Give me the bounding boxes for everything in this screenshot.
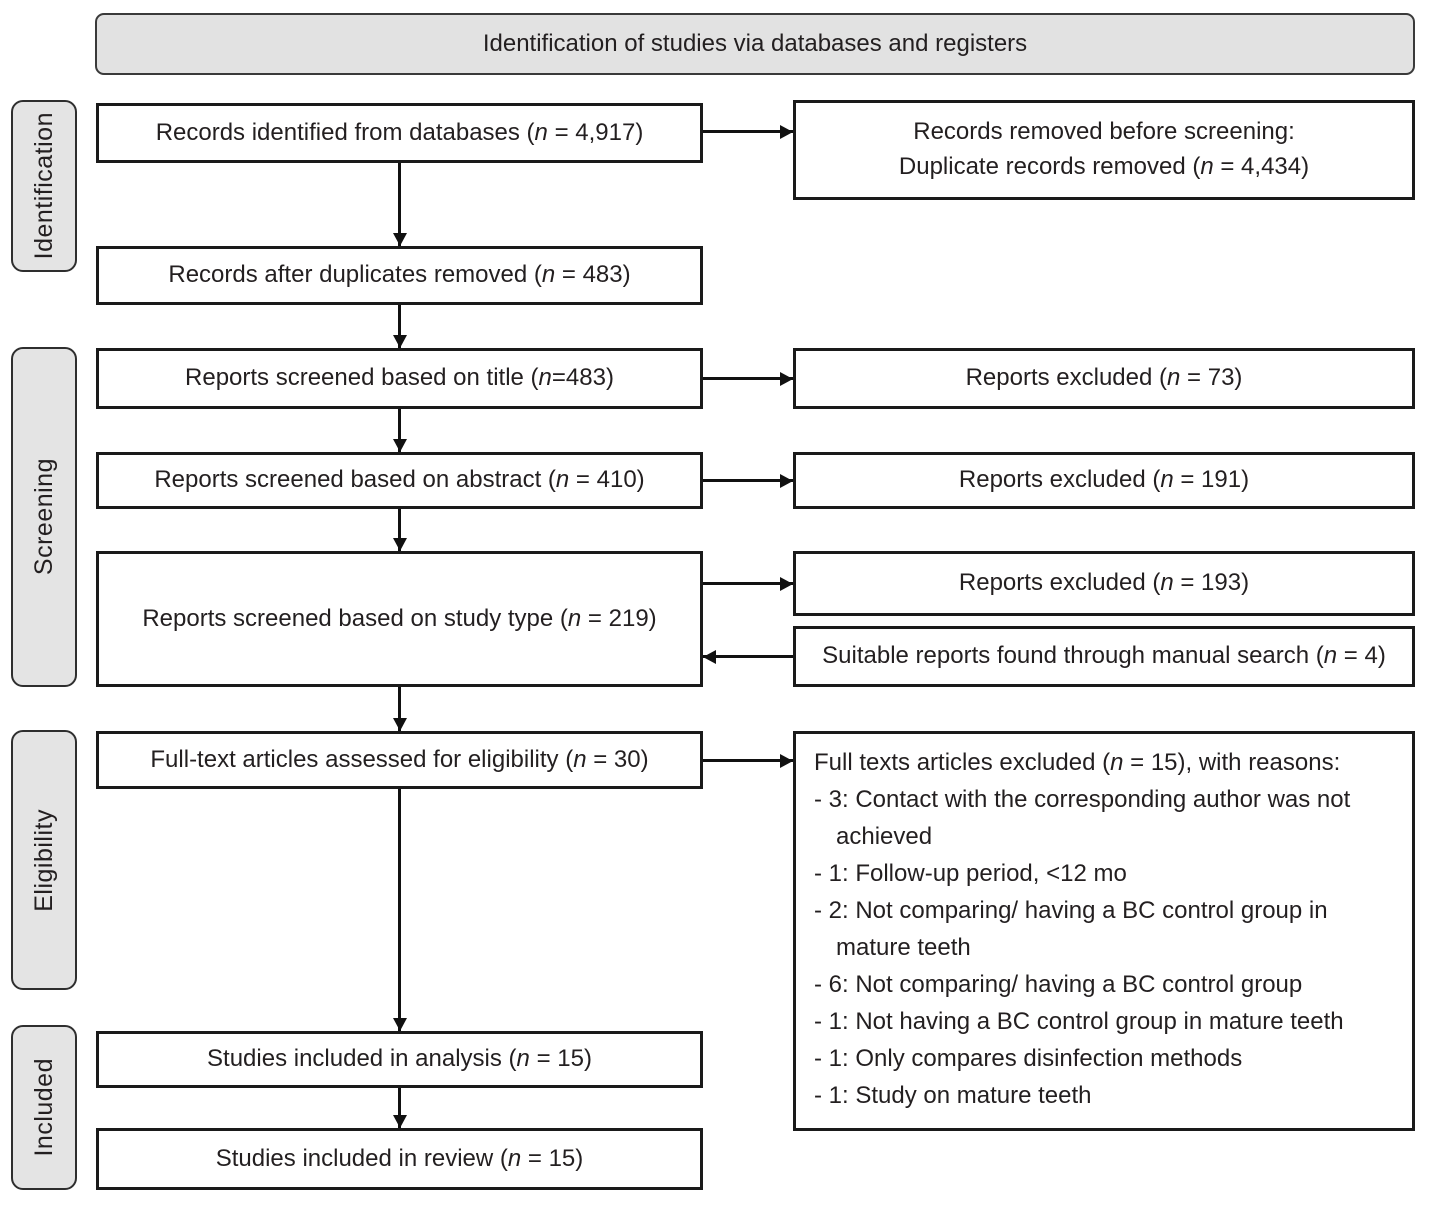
- stage-eligibility: Eligibility: [11, 730, 77, 990]
- removed-before-screening-line1: Records removed before screening:: [913, 118, 1295, 146]
- reason-item: - 1: Not having a BC control group in ma…: [814, 1008, 1344, 1035]
- stage-included: Included: [11, 1025, 77, 1190]
- box-screened-title-label: Reports screened based on title (n=483): [185, 364, 614, 392]
- box-included-analysis-label: Studies included in analysis (n = 15): [207, 1045, 592, 1073]
- arrow-fulltext-to-excluded-reasons: [703, 753, 793, 768]
- box-records-identified: Records identified from databases (n = 4…: [96, 103, 703, 163]
- stage-identification-label: Identification: [29, 112, 58, 260]
- stage-screening: Screening: [11, 347, 77, 687]
- reason-item: - 2: Not comparing/ having a BC control …: [814, 897, 1328, 961]
- removed-before-screening-line2: Duplicate records removed (n = 4,434): [898, 153, 1310, 180]
- diagram-title-bar: Identification of studies via databases …: [95, 13, 1415, 75]
- stage-included-label: Included: [29, 1058, 58, 1157]
- box-excluded-title: Reports excluded (n = 73): [793, 348, 1415, 409]
- box-manual-search-label: Suitable reports found through manual se…: [822, 642, 1386, 670]
- arrow-study-type-to-excluded: [703, 576, 793, 591]
- box-records-identified-label: Records identified from databases (n = 4…: [155, 118, 644, 146]
- box-removed-before-screening: Records removed before screening: Duplic…: [793, 100, 1415, 200]
- box-excluded-title-label: Reports excluded (n = 73): [965, 364, 1243, 392]
- arrow-abstract-to-excluded: [703, 473, 793, 488]
- arrow-analysis-to-review: [392, 1088, 407, 1128]
- stage-screening-label: Screening: [29, 458, 58, 576]
- arrow-title-to-abstract: [392, 409, 407, 452]
- arrow-manual-search-to-study-type: [703, 649, 793, 664]
- box-screened-study-type: Reports screened based on study type (n …: [96, 551, 703, 687]
- box-screened-title: Reports screened based on title (n=483): [96, 348, 703, 409]
- box-fulltext-assessed-label: Full-text articles assessed for eligibil…: [150, 745, 649, 773]
- arrow-abstract-to-study-type: [392, 509, 407, 551]
- diagram-title: Identification of studies via databases …: [482, 30, 1028, 57]
- box-fulltext-excluded: Full texts articles excluded (n = 15), w…: [793, 731, 1415, 1131]
- box-excluded-study-type: Reports excluded (n = 193): [793, 551, 1415, 616]
- reason-item: - 1: Follow-up period, <12 mo: [814, 860, 1127, 887]
- box-screened-study-type-label: Reports screened based on study type (n …: [142, 604, 657, 632]
- arrow-identified-to-after-duplicates: [392, 163, 407, 246]
- box-records-after-duplicates-label: Records after duplicates removed (n = 48…: [168, 261, 631, 289]
- arrow-after-duplicates-to-title: [392, 305, 407, 348]
- reason-item: - 3: Contact with the corresponding auth…: [814, 786, 1351, 850]
- arrow-study-type-to-fulltext: [392, 687, 407, 731]
- arrow-fulltext-to-analysis: [392, 789, 407, 1031]
- box-excluded-abstract: Reports excluded (n = 191): [793, 452, 1415, 509]
- arrow-title-to-excluded: [703, 371, 793, 386]
- reason-item: - 6: Not comparing/ having a BC control …: [814, 971, 1303, 998]
- box-screened-abstract-label: Reports screened based on abstract (n = …: [154, 466, 645, 494]
- box-included-review-label: Studies included in review (n = 15): [215, 1144, 584, 1172]
- fulltext-excluded-reasons-list: - 3: Contact with the corresponding auth…: [814, 781, 1398, 1114]
- box-manual-search: Suitable reports found through manual se…: [793, 626, 1415, 687]
- box-fulltext-assessed: Full-text articles assessed for eligibil…: [96, 731, 703, 789]
- reason-item: - 1: Only compares disinfection methods: [814, 1045, 1243, 1072]
- box-included-review: Studies included in review (n = 15): [96, 1128, 703, 1190]
- box-removed-before-screening-label: Records removed before screening: Duplic…: [885, 113, 1323, 187]
- fulltext-excluded-header: Full texts articles excluded (n = 15), w…: [814, 749, 1341, 776]
- box-included-analysis: Studies included in analysis (n = 15): [96, 1031, 703, 1088]
- box-screened-abstract: Reports screened based on abstract (n = …: [96, 452, 703, 509]
- box-excluded-study-type-label: Reports excluded (n = 193): [958, 569, 1250, 597]
- stage-eligibility-label: Eligibility: [29, 808, 58, 912]
- stage-identification: Identification: [11, 100, 77, 272]
- arrow-identified-to-removed: [703, 124, 793, 139]
- box-records-after-duplicates: Records after duplicates removed (n = 48…: [96, 246, 703, 305]
- box-excluded-abstract-label: Reports excluded (n = 191): [958, 466, 1250, 494]
- reason-item: - 1: Study on mature teeth: [814, 1082, 1092, 1109]
